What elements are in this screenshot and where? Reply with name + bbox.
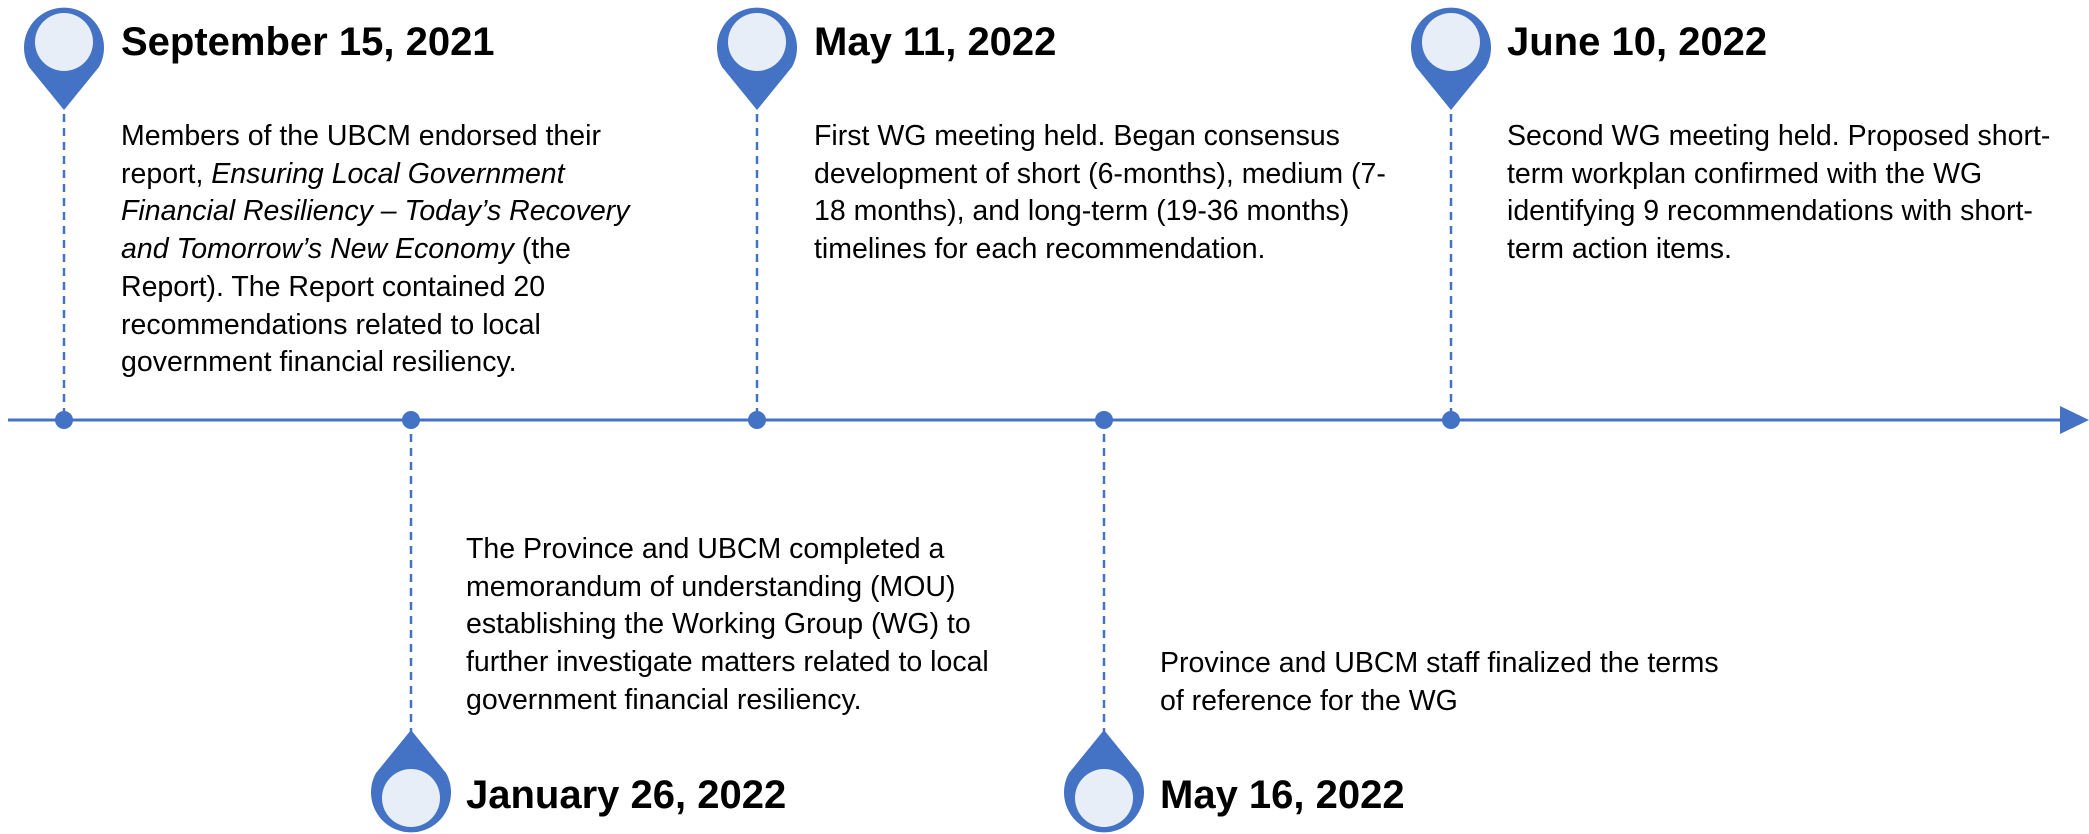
map-pin-icon xyxy=(717,7,797,111)
event-description: The Province and UBCM completed a memora… xyxy=(466,533,989,716)
map-pin-icon xyxy=(1064,730,1144,833)
event-description-text: (the Report). The Report contained 20 re… xyxy=(121,233,571,379)
event-date: September 15, 2021 xyxy=(121,20,495,64)
map-pin-icon xyxy=(1411,7,1492,111)
event-description: Members of the UBCM endorsed their repor… xyxy=(121,118,681,382)
timeline-arrowhead xyxy=(2060,406,2089,434)
axis-dot-jan-26-2022 xyxy=(402,411,420,429)
event-date: January 26, 2022 xyxy=(466,773,787,817)
axis-dot-jun-10-2022 xyxy=(1442,411,1460,429)
event-date: May 11, 2022 xyxy=(814,20,1057,64)
axis-dot-may-16-2022 xyxy=(1095,411,1113,429)
event-date: June 10, 2022 xyxy=(1507,20,1768,64)
event-description: Province and UBCM staff finalized the te… xyxy=(1160,647,1719,717)
event-date: May 16, 2022 xyxy=(1160,773,1405,817)
event-description: Second WG meeting held. Proposed short-t… xyxy=(1507,120,2051,266)
event-description-text: Members of the UBCM endorsed their repor… xyxy=(121,120,601,190)
axis-dot-sep-15-2021 xyxy=(55,411,73,429)
event-description: First WG meeting held. Began consensus d… xyxy=(814,120,1386,266)
report-title: Ensuring Local Government Financial Resi… xyxy=(121,157,630,266)
map-pin-icon xyxy=(371,730,452,833)
map-pin-icon xyxy=(24,7,105,111)
axis-dot-may-11-2022 xyxy=(748,411,766,429)
